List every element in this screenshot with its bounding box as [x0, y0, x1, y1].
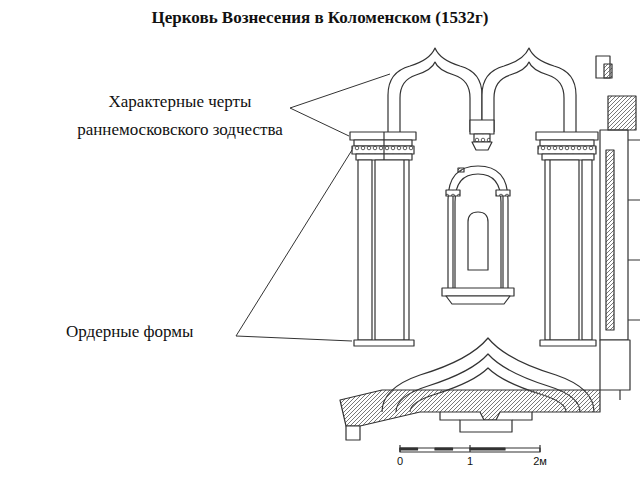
- keel-arches: [388, 48, 482, 132]
- leader-lines: [290, 74, 390, 108]
- right-column: [549, 160, 550, 340]
- left-column: [358, 160, 372, 340]
- left-column: [375, 160, 409, 340]
- window: [458, 168, 464, 172]
- right-column: [582, 160, 592, 340]
- scale-bar: [539, 445, 540, 452]
- keel-arches: [470, 120, 494, 134]
- right-column: [540, 140, 594, 146]
- left-column: [350, 132, 416, 140]
- wall-section: [596, 56, 640, 400]
- window: [496, 190, 510, 196]
- right-column: [536, 132, 598, 346]
- keel-arches: [482, 48, 576, 132]
- left-column: [352, 146, 414, 154]
- window: [446, 190, 460, 196]
- keel-arches: [474, 134, 490, 142]
- plinth: [512, 412, 532, 420]
- right-column: [545, 160, 579, 340]
- scale-number: 0: [397, 455, 403, 467]
- scale-bar: [400, 445, 540, 452]
- window: [502, 196, 503, 288]
- right-column: [536, 132, 598, 140]
- leader-lines: [236, 336, 352, 341]
- scale-bar: [469, 445, 470, 452]
- right-column: [540, 340, 596, 346]
- leader-lines: [236, 150, 352, 336]
- plinth: [460, 420, 512, 432]
- left-column: [354, 140, 412, 146]
- plinth: [346, 426, 360, 440]
- scale-bar: [400, 448, 418, 450]
- left-column: [383, 132, 384, 160]
- scale-bar: [399, 445, 400, 452]
- wall-section: [628, 140, 640, 320]
- window: [468, 212, 488, 270]
- keel-arches: [494, 62, 564, 132]
- plinth: [440, 412, 460, 420]
- wall-section: [608, 96, 636, 130]
- plinth: [340, 390, 600, 440]
- scale-bar: [435, 448, 453, 450]
- wall-section: [600, 340, 630, 390]
- keel-arches: [472, 142, 492, 150]
- right-column: [538, 146, 596, 154]
- wall-section: [600, 130, 628, 340]
- scale-number: 1: [467, 455, 473, 467]
- window: [455, 174, 501, 292]
- wall-section: [606, 150, 614, 330]
- leader-lines: [236, 74, 390, 341]
- callout-label: Характерные черты раннемосковского зодче…: [55, 88, 305, 144]
- left-column: [403, 160, 404, 340]
- scale-number: 2м: [533, 455, 547, 467]
- wall-section: [604, 64, 612, 78]
- callout-label: Ордерные формы: [66, 318, 226, 346]
- keel-arches: [400, 62, 470, 132]
- left-column: [350, 132, 416, 346]
- window: [446, 296, 510, 304]
- right-column: [542, 154, 594, 160]
- window: [442, 288, 514, 296]
- window: [442, 166, 514, 304]
- leader-lines: [290, 108, 349, 136]
- window: [452, 196, 453, 288]
- diagram-title: Церковь Вознесения в Коломенском (1532г): [152, 8, 489, 28]
- left-column: [354, 340, 414, 346]
- scale-bar: [470, 448, 505, 450]
- window: [448, 166, 508, 292]
